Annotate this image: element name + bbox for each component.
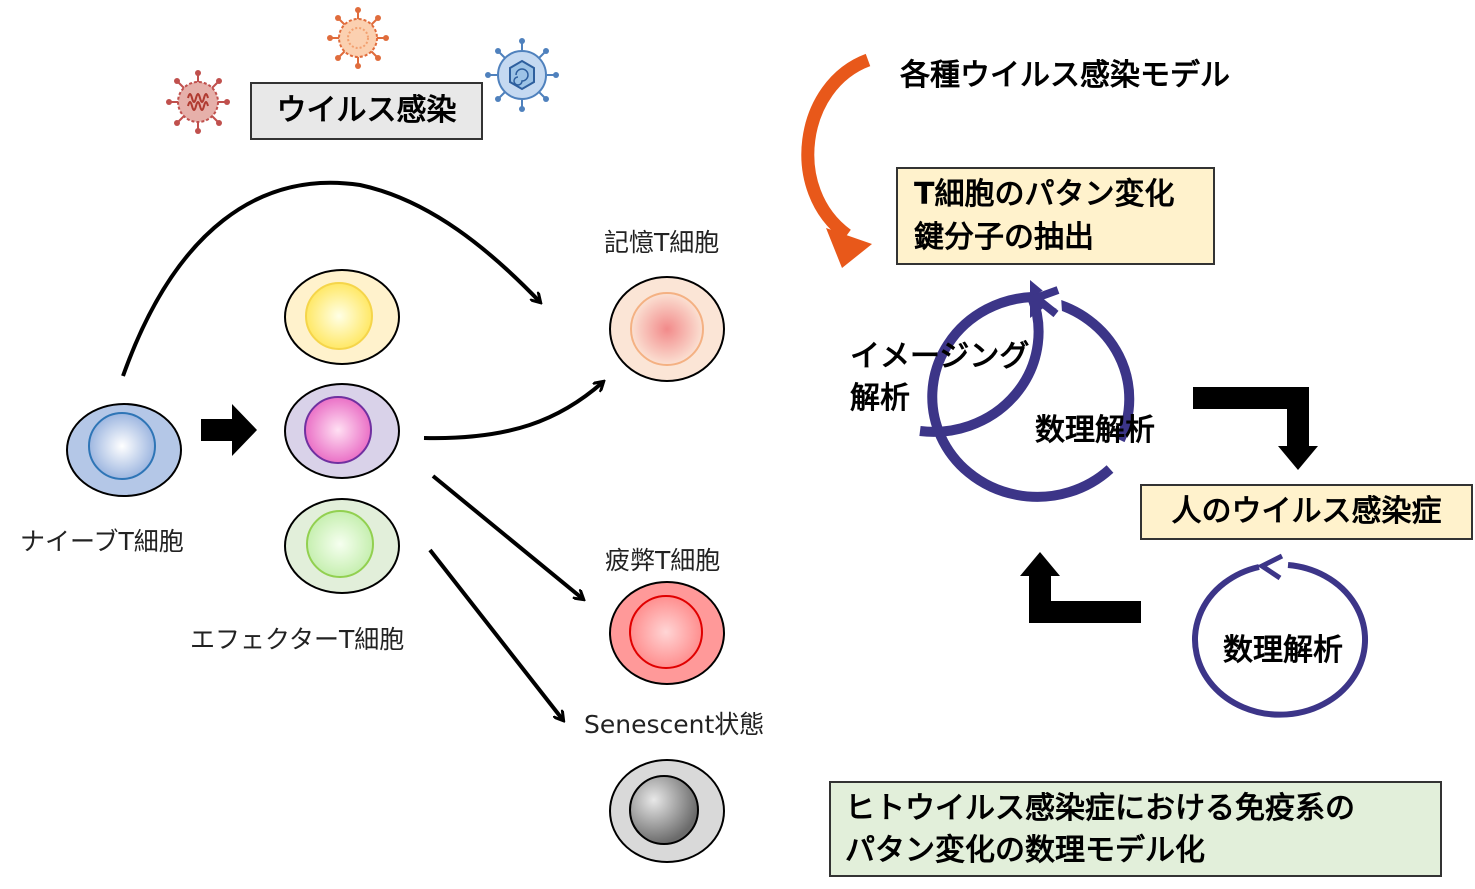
arrow-naive-to-memory (121, 180, 540, 377)
tcell-box-line2: 鍵分子の抽出 (914, 220, 1094, 255)
block-arrow-right (201, 404, 257, 456)
naive-t-cell (66, 403, 182, 497)
exhausted-t-cell (609, 581, 725, 685)
imaging-line1: イメージング (850, 339, 1030, 374)
memory-t-cell (609, 276, 725, 382)
arrow-effector-to-memory (423, 382, 603, 441)
bent-arrow-down (1193, 387, 1318, 470)
orange-curved-arrow (801, 53, 872, 268)
exhausted-t-cell-label: 疲弊T細胞 (605, 546, 721, 575)
title-line2: パタン変化の数理モデル化 (845, 833, 1205, 868)
math-analysis-lower-label: 数理解析 (1223, 633, 1343, 668)
coronavirus-icon-orange (327, 7, 389, 69)
bent-arrow-up (1020, 552, 1141, 623)
imaging-line2: 解析 (850, 381, 910, 416)
human-infection-label: 人のウイルス感染症 (1171, 494, 1442, 529)
human-infection-box: 人のウイルス感染症 (1140, 484, 1473, 540)
tcell-pattern-box: T細胞のパタン変化 鍵分子の抽出 (896, 167, 1215, 265)
lower-cycle-arrow (1192, 553, 1368, 718)
virus-model-label: 各種ウイルス感染モデル (900, 58, 1230, 93)
virus-infection-label: ウイルス感染 (276, 93, 457, 128)
imaging-analysis-label: イメージング 解析 (850, 336, 1029, 420)
memory-t-cell-label: 記憶T細胞 (604, 228, 720, 257)
virus-infection-box: ウイルス感染 (250, 82, 483, 140)
title-line1: ヒトウイルス感染症における免疫系の (845, 791, 1355, 826)
arrow-effector-to-senescent (428, 548, 563, 720)
upper-cycle-arrow (919, 280, 1135, 502)
effector-cell-purple (284, 383, 400, 479)
tcell-box-line1: T細胞のパタン変化 (914, 177, 1175, 212)
math-analysis-upper-label: 数理解析 (1035, 413, 1155, 448)
senescent-t-cell (609, 759, 725, 863)
effector-cell-green (284, 498, 400, 594)
effector-cell-yellow (284, 269, 400, 365)
title-box: ヒトウイルス感染症における免疫系の パタン変化の数理モデル化 (829, 781, 1442, 877)
coronavirus-icon-red (166, 70, 230, 134)
herpesvirus-icon-blue (485, 38, 559, 112)
arrow-effector-to-exhausted (431, 474, 583, 599)
effector-t-cell-label: エフェクターT細胞 (190, 625, 405, 654)
senescent-label: Senescent状態 (584, 710, 765, 739)
naive-t-cell-label: ナイーブT細胞 (20, 527, 184, 556)
